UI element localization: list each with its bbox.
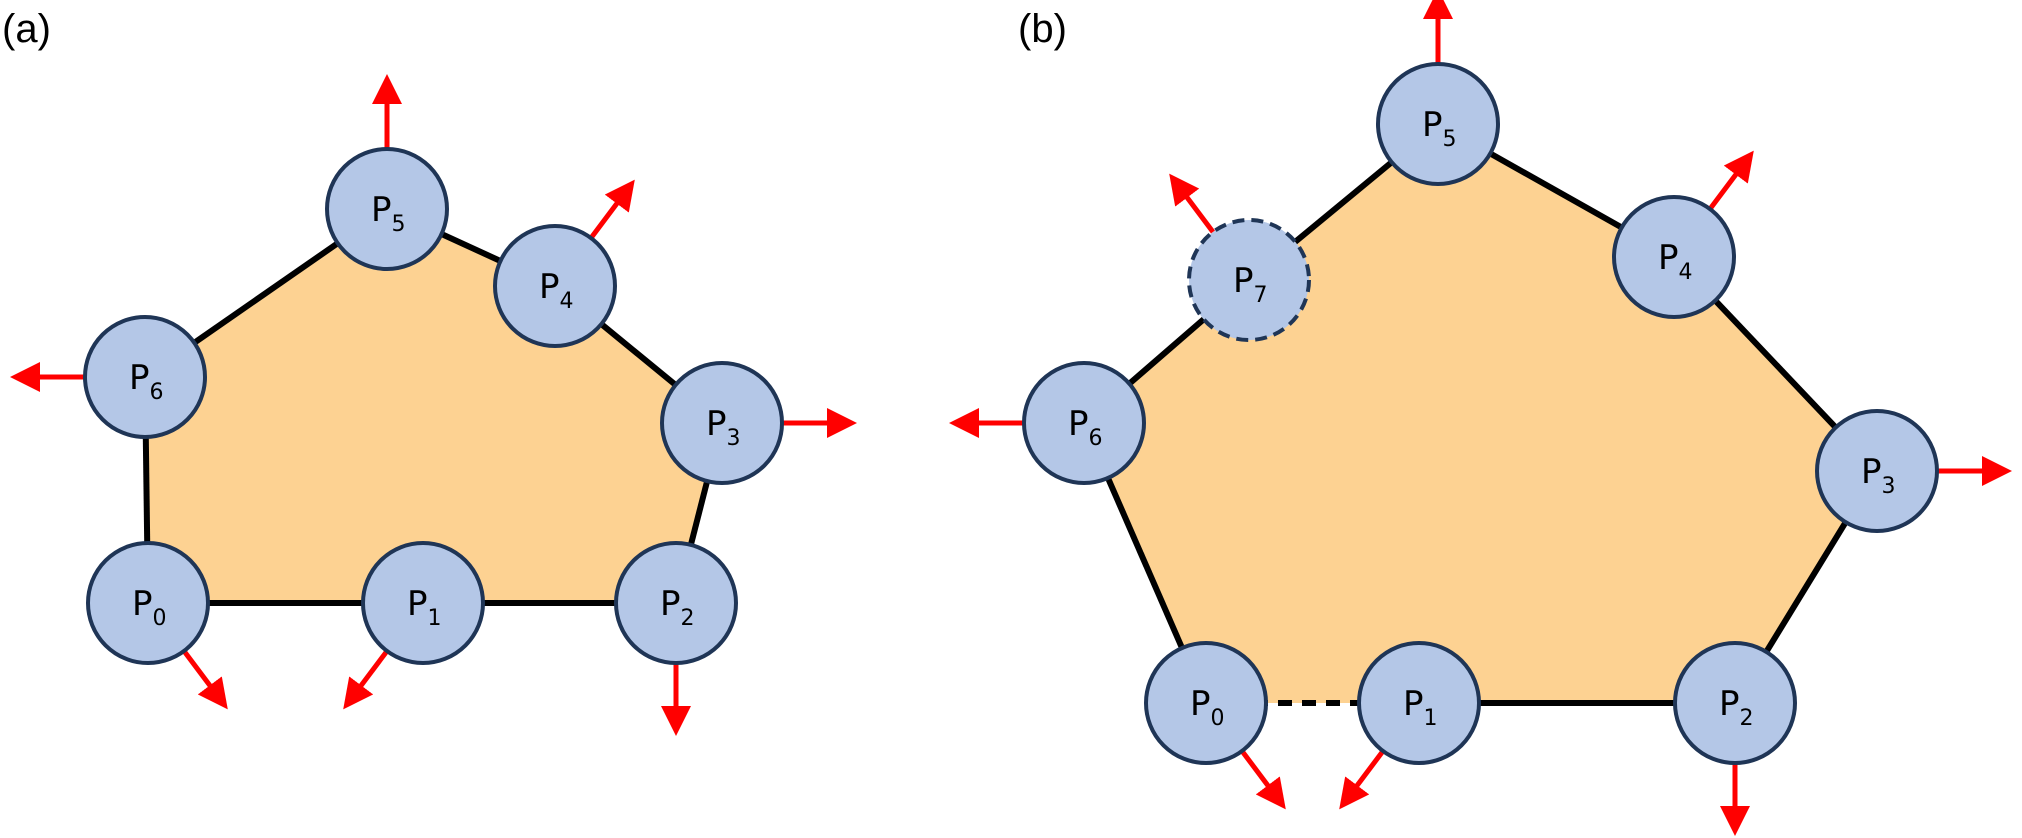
node-circle bbox=[493, 224, 617, 348]
node-subscript: 6 bbox=[150, 380, 164, 405]
node-label: P6 bbox=[129, 358, 164, 405]
node-circle bbox=[1357, 641, 1481, 765]
node-circle bbox=[1815, 409, 1939, 533]
normal-arrow-a-P0 bbox=[181, 649, 228, 710]
node-circle bbox=[325, 147, 449, 271]
node-a-P6: P6 bbox=[83, 315, 207, 439]
node-label: P1 bbox=[407, 584, 442, 631]
node-subscript: 1 bbox=[428, 606, 442, 631]
node-label: P6 bbox=[1068, 404, 1103, 451]
node-label: P2 bbox=[660, 584, 695, 631]
normal-arrow-b-P0 bbox=[1240, 749, 1286, 810]
node-subscript: 0 bbox=[153, 606, 167, 631]
node-b-P1: P1 bbox=[1357, 641, 1481, 765]
node-label: P5 bbox=[371, 190, 406, 237]
normal-arrow-b-P7 bbox=[1169, 173, 1215, 234]
node-label: P0 bbox=[1190, 684, 1225, 731]
node-label: P2 bbox=[1719, 684, 1754, 731]
node-circle bbox=[86, 541, 210, 665]
node-a-P1: P1 bbox=[361, 541, 485, 665]
node-circle bbox=[660, 361, 784, 485]
normal-arrow-b-P4 bbox=[1708, 150, 1754, 211]
node-subscript: 5 bbox=[392, 212, 406, 237]
node-circle bbox=[1376, 62, 1500, 186]
node-a-P3: P3 bbox=[660, 361, 784, 485]
node-subscript: 0 bbox=[1211, 706, 1225, 731]
panel-label-a: (a) bbox=[2, 7, 51, 51]
normal-arrow-a-P1 bbox=[343, 649, 390, 710]
node-label: P4 bbox=[1658, 238, 1693, 285]
node-subscript: 5 bbox=[1443, 127, 1457, 152]
node-circle bbox=[1673, 641, 1797, 765]
node-label: P5 bbox=[1422, 105, 1457, 152]
node-b-P4: P4 bbox=[1612, 195, 1736, 319]
node-circle bbox=[1022, 361, 1146, 485]
node-circle bbox=[1612, 195, 1736, 319]
panel-label-b: (b) bbox=[1018, 7, 1067, 51]
node-b-P7: P7 bbox=[1187, 218, 1311, 342]
polygon-b bbox=[1084, 124, 1877, 703]
node-a-P2: P2 bbox=[614, 541, 738, 665]
node-subscript: 3 bbox=[727, 426, 741, 451]
node-label: P1 bbox=[1403, 684, 1438, 731]
node-subscript: 2 bbox=[1740, 706, 1754, 731]
node-subscript: 6 bbox=[1089, 426, 1103, 451]
node-label: P4 bbox=[539, 267, 574, 314]
node-label: P3 bbox=[706, 404, 741, 451]
node-label: P3 bbox=[1861, 452, 1896, 499]
node-b-P3: P3 bbox=[1815, 409, 1939, 533]
node-subscript: 7 bbox=[1254, 283, 1268, 308]
node-circle bbox=[1187, 218, 1311, 342]
node-label: P7 bbox=[1233, 261, 1268, 308]
node-circle bbox=[614, 541, 738, 665]
node-label: P0 bbox=[132, 584, 167, 631]
normal-arrow-b-P1 bbox=[1339, 749, 1385, 810]
node-circle bbox=[361, 541, 485, 665]
node-b-P5: P5 bbox=[1376, 62, 1500, 186]
node-circle bbox=[1144, 641, 1268, 765]
node-subscript: 1 bbox=[1424, 706, 1438, 731]
node-a-P0: P0 bbox=[86, 541, 210, 665]
node-b-P6: P6 bbox=[1022, 361, 1146, 485]
node-subscript: 3 bbox=[1882, 474, 1896, 499]
node-subscript: 4 bbox=[560, 289, 574, 314]
normal-arrow-a-P4 bbox=[588, 179, 635, 240]
node-b-P0: P0 bbox=[1144, 641, 1268, 765]
node-subscript: 4 bbox=[1679, 260, 1693, 285]
node-a-P5: P5 bbox=[325, 147, 449, 271]
node-circle bbox=[83, 315, 207, 439]
node-a-P4: P4 bbox=[493, 224, 617, 348]
node-b-P2: P2 bbox=[1673, 641, 1797, 765]
node-subscript: 2 bbox=[681, 606, 695, 631]
